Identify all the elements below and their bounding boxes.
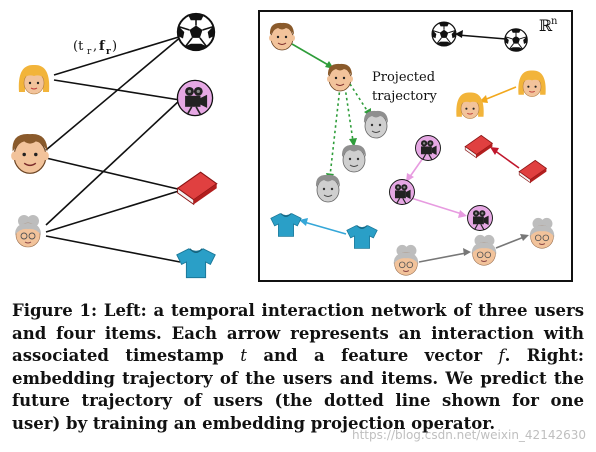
user-boy-icon [10, 133, 50, 175]
svg-text:): ) [112, 39, 117, 54]
svg-text:r: r [106, 47, 111, 57]
granny-embedding-icon [529, 217, 555, 249]
camera-icon [176, 79, 214, 117]
camera-embedding-icon [466, 204, 494, 232]
boy-projected-icon [363, 110, 389, 139]
projected-trajectory-label: Projected trajectory [372, 70, 437, 104]
svg-text:n: n [551, 16, 558, 27]
space-label: ℝ n [539, 16, 558, 35]
svg-text:,: , [93, 39, 97, 54]
svg-text:f: f [99, 39, 106, 54]
girl-embedding-icon [517, 70, 547, 98]
tshirt-icon [176, 248, 216, 279]
ball-embedding-icon [431, 21, 457, 47]
svg-text:trajectory: trajectory [372, 89, 437, 104]
svg-text:Projected: Projected [372, 70, 435, 85]
watermark: https://blog.csdn.net/weixin_42142630 [351, 428, 586, 442]
camera-embedding-icon [414, 134, 442, 162]
svg-text:(t: (t [73, 39, 84, 54]
boy-projected-icon [315, 174, 341, 203]
granny-embedding-icon [393, 244, 419, 276]
soccer-ball-icon [176, 12, 216, 52]
figure-caption: Figure 1: Left: a temporal interaction n… [12, 301, 585, 433]
girl-embedding-icon [455, 92, 485, 120]
granny-embedding-icon [471, 234, 497, 266]
svg-text:r: r [87, 47, 92, 57]
ball-embedding-icon [504, 28, 528, 52]
user-granny-icon [14, 214, 42, 248]
edge-label: (t r , f r ) [73, 39, 117, 57]
interaction-edges [45, 35, 183, 263]
book-icon [177, 171, 218, 205]
figure-1: (t r , f r ) ℝ n Projected trajectory [10, 10, 573, 282]
camera-embedding-icon [388, 178, 416, 206]
user-girl-icon [18, 64, 50, 95]
svg-text:ℝ: ℝ [539, 16, 553, 35]
boy-projected-icon [341, 144, 367, 173]
